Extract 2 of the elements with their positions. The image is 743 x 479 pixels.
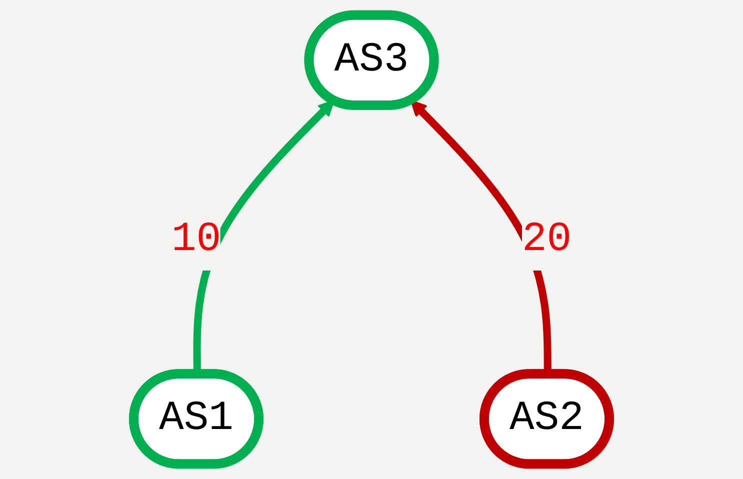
edge-label: 10 bbox=[171, 216, 222, 263]
edge-label: 20 bbox=[522, 216, 572, 263]
